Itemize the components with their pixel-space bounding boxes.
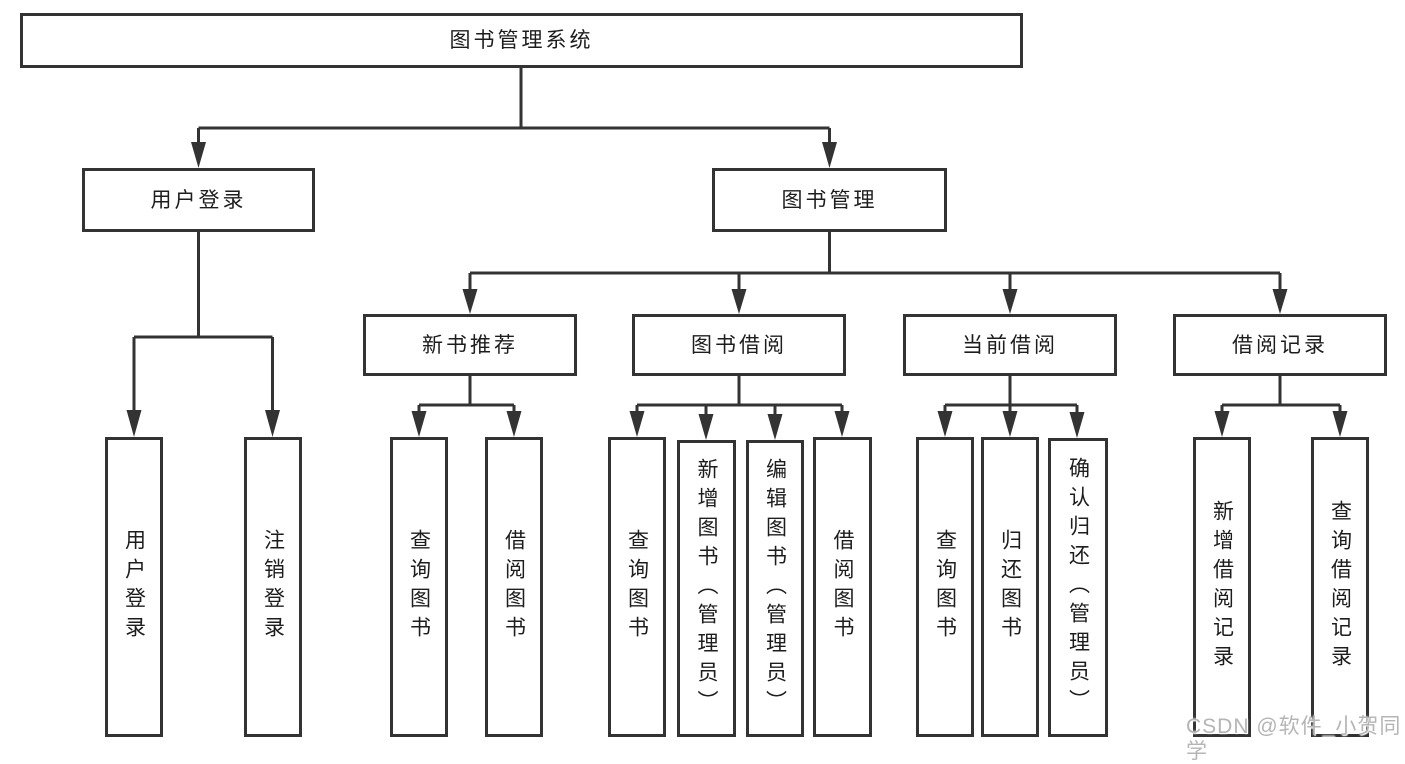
leaf-newbook-borrow-books: 借阅图书 [485, 437, 543, 737]
leaf-records-add-borrow-record: 新增借阅记录 [1193, 437, 1251, 737]
node-current-borrowing: 当前借阅 [903, 314, 1117, 376]
node-user-login: 用户登录 [82, 168, 315, 232]
node-borrowing-records: 借阅记录 [1173, 314, 1387, 376]
leaf-borrow-edit-books-admin: 编辑图书（管理员） [746, 440, 804, 737]
leaf-current-confirm-return-admin: 确认归还（管理员） [1048, 438, 1108, 737]
leaf-logout: 注销登录 [244, 437, 302, 737]
leaf-current-query-books: 查询图书 [916, 437, 974, 737]
org-chart-canvas: 图书管理系统 用户登录 图书管理 新书推荐 图书借阅 当前借阅 借阅记录 用户登… [20, 13, 1400, 763]
node-library-management-system: 图书管理系统 [20, 13, 1023, 68]
leaf-borrow-add-books-admin: 新增图书（管理员） [677, 440, 736, 737]
node-book-management: 图书管理 [712, 168, 947, 232]
leaf-current-return-books: 归还图书 [981, 437, 1039, 737]
node-book-borrowing: 图书借阅 [632, 314, 846, 376]
node-new-book-recommend: 新书推荐 [363, 314, 577, 376]
leaf-borrow-borrow-books: 借阅图书 [813, 437, 872, 737]
leaf-records-query-borrow-record: 查询借阅记录 [1311, 437, 1369, 737]
leaf-newbook-query-books: 查询图书 [390, 437, 448, 737]
leaf-borrow-query-books: 查询图书 [608, 437, 666, 737]
leaf-user-login: 用户登录 [105, 437, 163, 737]
csdn-watermark: CSDN @软件_小贺同学 [1186, 715, 1402, 764]
connector-lines [126, 68, 1348, 440]
